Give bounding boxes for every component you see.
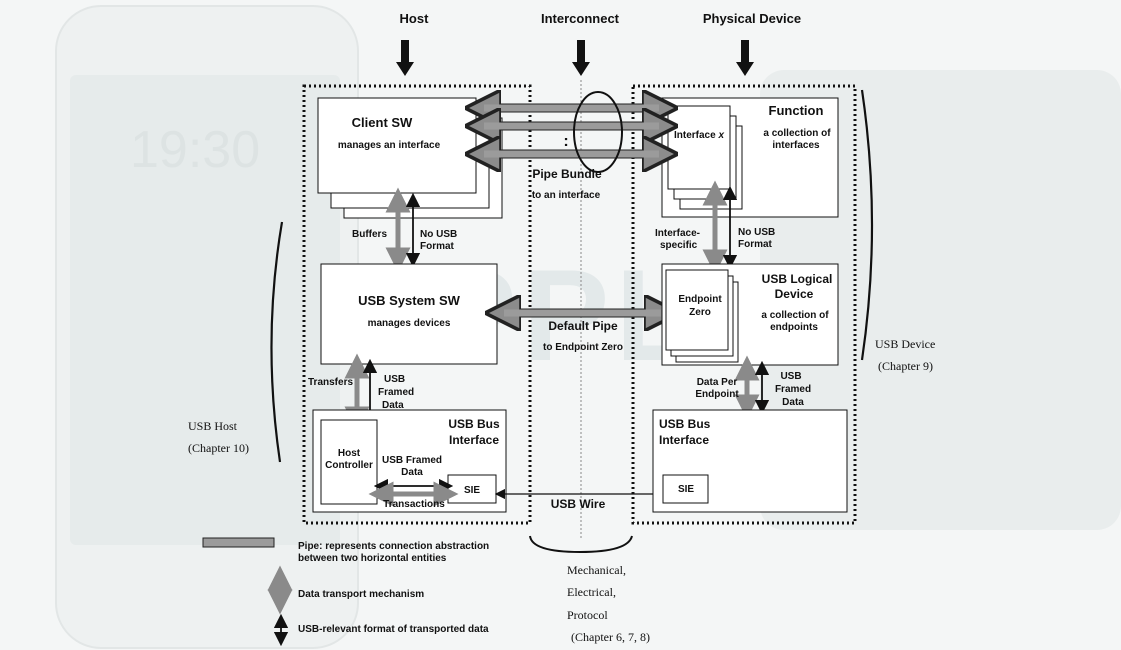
logical-device-subtitle-1: a collection of (761, 310, 829, 321)
interconnect-column-header: Interconnect (541, 11, 620, 26)
client-sw-box: Client SW manages an interface (317, 97, 503, 219)
mechanical-label: Mechanical, (567, 563, 626, 577)
usb-device-label: USB Device (875, 337, 935, 351)
function-subtitle-2: interfaces (772, 140, 820, 151)
endpoint-zero-line1: Endpoint (678, 294, 722, 305)
background-clock: 19:30 (130, 121, 261, 179)
host-sie-label: SIE (464, 485, 480, 496)
usb-device-chapter-label: (Chapter 9) (878, 359, 933, 373)
chapter-6-7-8-label: (Chapter 6, 7, 8) (571, 630, 650, 644)
transfers-label: Transfers (308, 377, 353, 388)
pipe-bundle (483, 92, 660, 173)
usb-system-sw-title: USB System SW (358, 293, 461, 308)
host-usb-framed-line2: Framed (378, 387, 414, 398)
host-controller-line1: Host (338, 448, 361, 459)
legend-transport-label: Data transport mechanism (298, 589, 424, 600)
device-no-usb-format-line2: Format (738, 239, 773, 250)
host-inner-framed-line2: Data (401, 467, 423, 478)
usb-wire-label: USB Wire (551, 497, 606, 511)
header-arrows (396, 40, 754, 76)
host-usb-framed-line1: USB (384, 374, 405, 385)
device-bus-interface-line1: USB Bus (659, 417, 711, 431)
device-usb-framed-line2: Framed (775, 384, 811, 395)
protocol-label: Protocol (567, 608, 608, 622)
usb-system-sw-subtitle: manages devices (368, 318, 451, 329)
data-per-endpoint-line2: Endpoint (695, 389, 739, 400)
transactions-label: Transactions (383, 499, 445, 510)
usb-host-chapter-label: (Chapter 10) (188, 441, 249, 455)
device-lower-arrows (734, 355, 770, 420)
client-sw-subtitle: manages an interface (338, 140, 441, 151)
device-usb-framed-line1: USB (780, 371, 801, 382)
physical-device-column-header: Physical Device (703, 11, 801, 26)
device-sie-label: SIE (678, 484, 694, 495)
legend: Pipe: represents connection abstraction … (202, 537, 489, 647)
host-controller-line2: Controller (325, 460, 373, 471)
host-column-header: Host (400, 11, 430, 26)
endpoint-zero-line2: Zero (689, 307, 711, 318)
device-sie-box (662, 474, 709, 504)
host-region-border (302, 84, 532, 525)
data-per-endpoint-line1: Data Per (697, 377, 738, 388)
device-upper-arrows (702, 180, 738, 275)
interface-specific-line1: Interface- (655, 228, 700, 239)
device-region-border (631, 84, 857, 525)
interface-specific-line2: specific (660, 240, 698, 251)
interface-x-label: Interface x (674, 130, 724, 141)
usb-device-brace (860, 89, 874, 361)
device-usb-framed-line3: Data (782, 397, 804, 408)
logical-device-title-1: USB Logical (762, 272, 833, 286)
legend-pipe-line2: between two horizontal entities (298, 553, 447, 564)
host-no-usb-format-line2: Format (420, 241, 455, 252)
function-box: Function a collection of interfaces Inte… (661, 97, 839, 218)
legend-pipe-line1: Pipe: represents connection abstraction (298, 541, 489, 552)
logical-device-subtitle-2: endpoints (770, 322, 818, 333)
host-inner-framed-line1: USB Framed (382, 455, 442, 466)
device-bus-interface-line2: Interface (659, 433, 709, 447)
pipe-bundle-sublabel: to an interface (532, 190, 601, 201)
usb-logical-device-box: USB Logical Device a collection of endpo… (661, 263, 839, 366)
host-bus-interface-line2: Interface (449, 433, 499, 447)
buffers-label: Buffers (352, 229, 387, 240)
usb-host-label: USB Host (188, 419, 238, 433)
legend-format-label: USB-relevant format of transported data (298, 624, 489, 635)
electrical-label: Electrical, (567, 585, 616, 599)
host-no-usb-format-line1: No USB (420, 229, 457, 240)
default-pipe-label: Default Pipe (548, 319, 618, 333)
function-subtitle-1: a collection of (763, 128, 831, 139)
default-pipe-sublabel: to Endpoint Zero (543, 342, 623, 353)
interconnect-brace (529, 535, 633, 554)
legend-pipe-swatch (202, 537, 275, 548)
client-sw-title: Client SW (352, 115, 413, 130)
background-phone-screen (70, 75, 340, 545)
host-inner-arrows (368, 478, 459, 507)
host-controller-box (320, 419, 378, 505)
logical-device-title-2: Device (775, 287, 814, 301)
host-usb-framed-line3: Data (382, 400, 404, 411)
host-upper-arrows (385, 187, 421, 273)
pipe-dots: : (563, 133, 568, 150)
function-title: Function (769, 103, 824, 118)
pipe-bundle-label: Pipe Bundle (532, 167, 602, 181)
usb-host-brace (270, 221, 284, 463)
device-no-usb-format-line1: No USB (738, 227, 775, 238)
host-bus-interface-line1: USB Bus (448, 417, 500, 431)
usb-system-sw-box (320, 263, 498, 365)
